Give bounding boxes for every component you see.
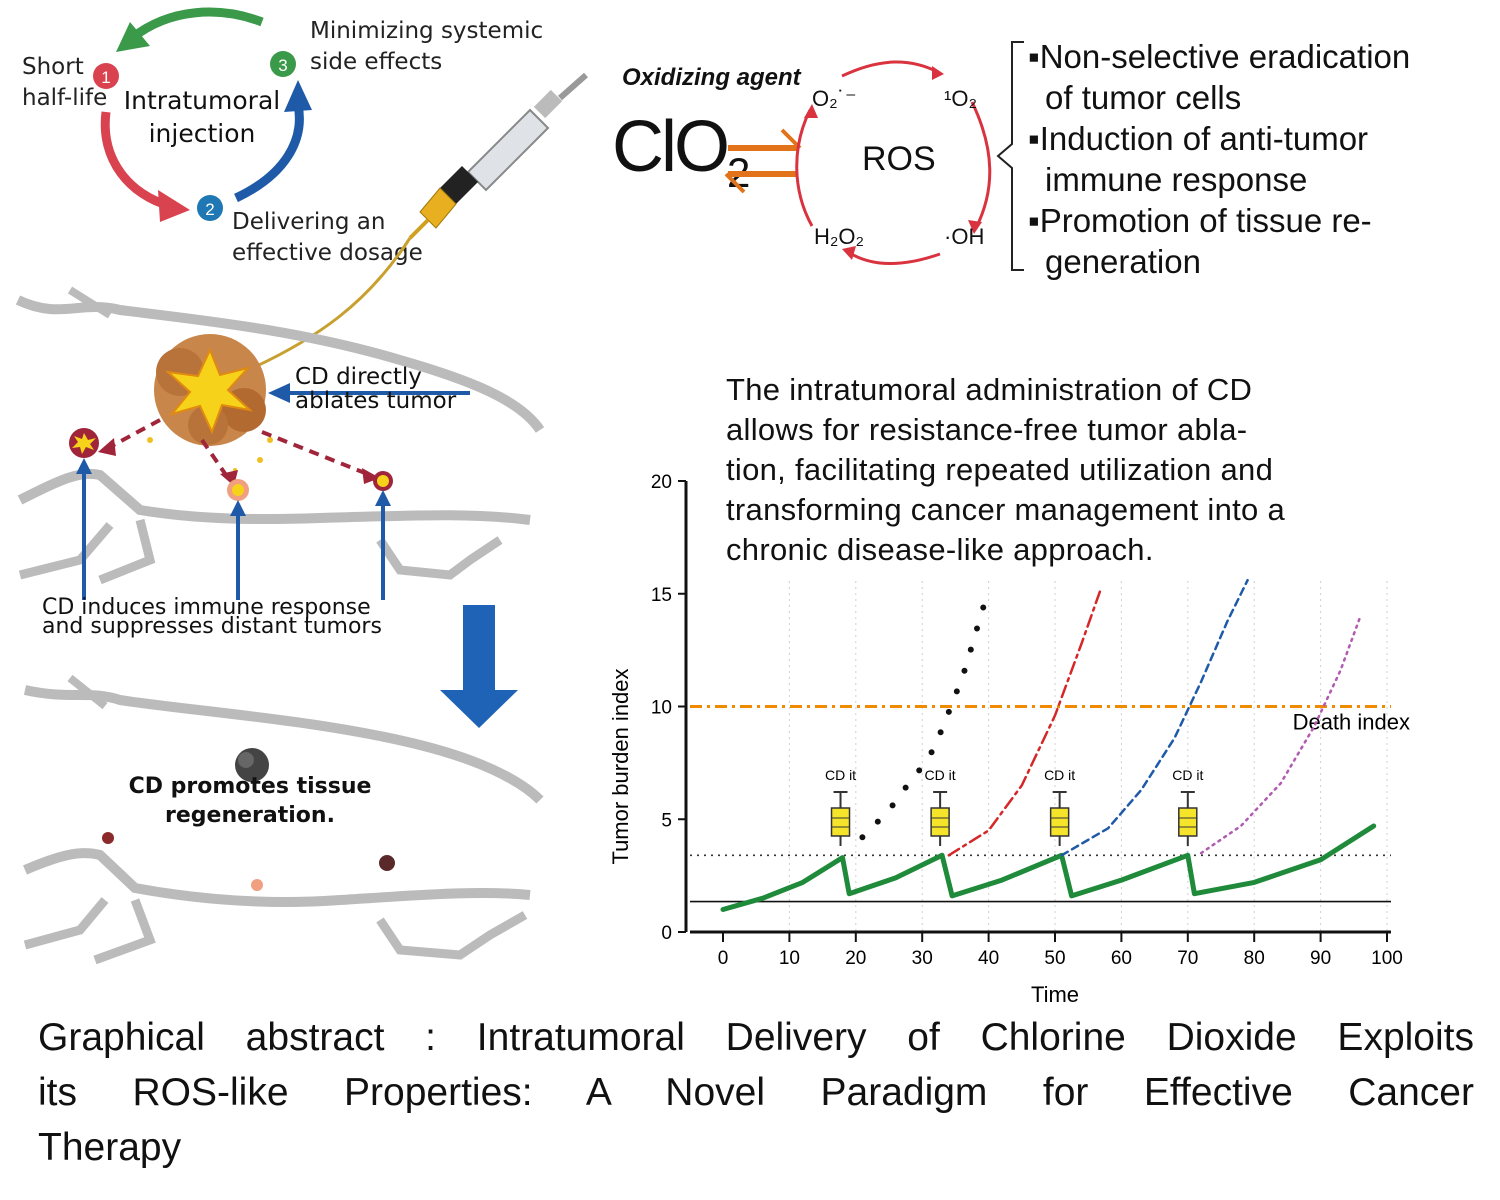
injection-cycle-diagram: 1 2 3 [93, 7, 312, 222]
step2-number: 2 [205, 200, 214, 219]
chlorine-dioxide-formula: ClO2 [612, 107, 750, 196]
effects-list: ▪Non-selective eradication of tumor cell… [1028, 36, 1410, 282]
step2-label: Delivering an effective dosage [232, 209, 423, 266]
x-tick-label: 70 [1177, 948, 1198, 969]
step3-circle [270, 51, 296, 77]
figure-caption: Graphical abstract : Intratumoral Delive… [38, 1016, 1474, 1169]
summary-text: The intratumoral administration of CD al… [726, 372, 1286, 567]
metastasis-arrows [107, 418, 371, 480]
step3-label: Minimizing systemic side effects [310, 18, 544, 75]
y-axis-label: Tumor burden index [608, 668, 633, 864]
x-tick-label: 50 [1044, 948, 1065, 969]
syringe-barrel-icon [1178, 807, 1198, 837]
blue-arrowhead [284, 80, 312, 112]
syringe-icon [229, 72, 588, 380]
x-tick-label: 80 [1244, 948, 1265, 969]
series-line-2 [859, 597, 989, 841]
step1-circle [93, 63, 119, 89]
green-arrowhead [116, 22, 150, 52]
injection-label: CD it [1044, 767, 1075, 783]
ablation-burst-icon [164, 347, 254, 435]
mouse1-belly [17, 468, 531, 525]
x-tick-label: 100 [1371, 948, 1403, 969]
step1-number: 1 [101, 68, 110, 87]
step3-number: 3 [278, 56, 287, 75]
step1-label: Short half-life [22, 54, 108, 111]
series-line-1 [720, 823, 1377, 912]
effect-item-2: ▪Induction of anti-tumor immune response [1028, 120, 1369, 198]
primary-tumor [147, 334, 273, 472]
step2-circle [197, 195, 223, 221]
series-line-3 [947, 585, 1103, 857]
x-tick-label: 40 [978, 948, 999, 969]
injection-label: CD it [1172, 767, 1203, 783]
syringe-barrel-icon [830, 807, 851, 837]
x-axis-label: Time [1031, 982, 1079, 1007]
y-tick-label: 15 [651, 585, 672, 606]
series-line-4 [1060, 578, 1249, 857]
y-tick-label: 5 [661, 810, 672, 831]
x-tick-label: 20 [845, 948, 866, 969]
x-tick-label: 0 [718, 948, 729, 969]
y-tick-label: 20 [651, 472, 672, 493]
series-line-5 [1199, 615, 1362, 855]
hydrogen-peroxide-label: H₂O₂ [814, 224, 865, 249]
injection-label: CD it [825, 767, 856, 783]
syringe-barrel-icon [1049, 807, 1070, 837]
effect-item-1: ▪Non-selective eradication of tumor cell… [1028, 38, 1411, 116]
injection-label: CD it [925, 767, 956, 783]
effect-item-3: ▪Promotion of tissue re- generation [1028, 202, 1372, 280]
immune-arrows [82, 470, 385, 600]
hydroxyl-label: ·OH [944, 224, 985, 249]
y-tick-label: 0 [661, 923, 672, 944]
regeneration-label: CD promotes tissue regeneration. [128, 774, 372, 828]
singlet-oxygen-label: ¹O₂ [944, 86, 977, 111]
red-arrowhead [158, 190, 190, 222]
ablation-label: CD directly ablates tumor [295, 364, 457, 414]
syringe-barrel-icon [930, 807, 950, 837]
superoxide-label: O₂˙⁻ [812, 86, 857, 111]
oxidizing-agent-label: Oxidizing agent [622, 64, 801, 91]
death-index-label: Death index [1293, 710, 1410, 735]
x-tick-label: 30 [912, 948, 933, 969]
mouse1-back [15, 295, 545, 433]
effects-brace [996, 41, 1024, 271]
x-tick-label: 90 [1310, 948, 1331, 969]
ros-cycle-diagram [724, 60, 992, 265]
injection-center-label: Intratumoral injection [123, 86, 281, 148]
mouse2-belly [23, 848, 531, 907]
immune-label: CD induces immune response and suppresse… [42, 595, 382, 639]
transition-down-arrow-icon [440, 605, 518, 728]
ros-center-label: ROS [862, 140, 936, 178]
mouse-panel [15, 72, 588, 965]
x-tick-label: 60 [1111, 948, 1132, 969]
y-tick-label: 10 [651, 698, 672, 719]
x-tick-label: 10 [779, 948, 800, 969]
